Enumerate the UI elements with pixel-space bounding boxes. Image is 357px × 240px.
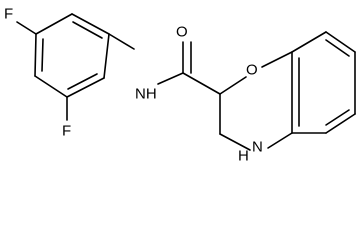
bond bbox=[219, 133, 251, 151]
bond bbox=[71, 13, 110, 35]
bond bbox=[219, 76, 247, 95]
atom-carbonyl-o: O bbox=[176, 24, 188, 41]
double-bond-inner bbox=[325, 109, 350, 126]
bond bbox=[103, 33, 110, 79]
bond bbox=[267, 132, 293, 149]
atom-amide-nh: NH bbox=[135, 86, 157, 103]
bond bbox=[261, 51, 293, 68]
atom-ring-h: H bbox=[238, 148, 249, 165]
bond bbox=[66, 77, 105, 98]
bond bbox=[291, 31, 327, 53]
bond-c-f-para bbox=[16, 21, 37, 35]
bond bbox=[34, 33, 37, 77]
double-bond-inner bbox=[325, 39, 350, 57]
chemical-structure: F F NH O O H N bbox=[4, 6, 356, 165]
bond bbox=[325, 31, 356, 53]
bond-c-n-amide bbox=[108, 33, 135, 50]
benzo-ring bbox=[291, 31, 356, 134]
bond bbox=[34, 75, 68, 98]
atom-ring-o: O bbox=[246, 62, 258, 79]
double-bond-inner bbox=[41, 38, 44, 72]
oxazine-ring bbox=[219, 51, 293, 151]
atom-ring-n: N bbox=[252, 139, 263, 156]
atom-f-para: F bbox=[4, 6, 13, 23]
atom-f-ortho: F bbox=[62, 123, 71, 140]
bond-n-carbonyl bbox=[157, 72, 184, 85]
double-bond-inner bbox=[72, 21, 103, 39]
bond-carbonyl-c2 bbox=[182, 72, 221, 95]
bond bbox=[325, 113, 356, 134]
difluorophenyl-ring bbox=[34, 13, 110, 98]
double-bond-inner bbox=[67, 73, 98, 90]
bond bbox=[35, 13, 73, 35]
